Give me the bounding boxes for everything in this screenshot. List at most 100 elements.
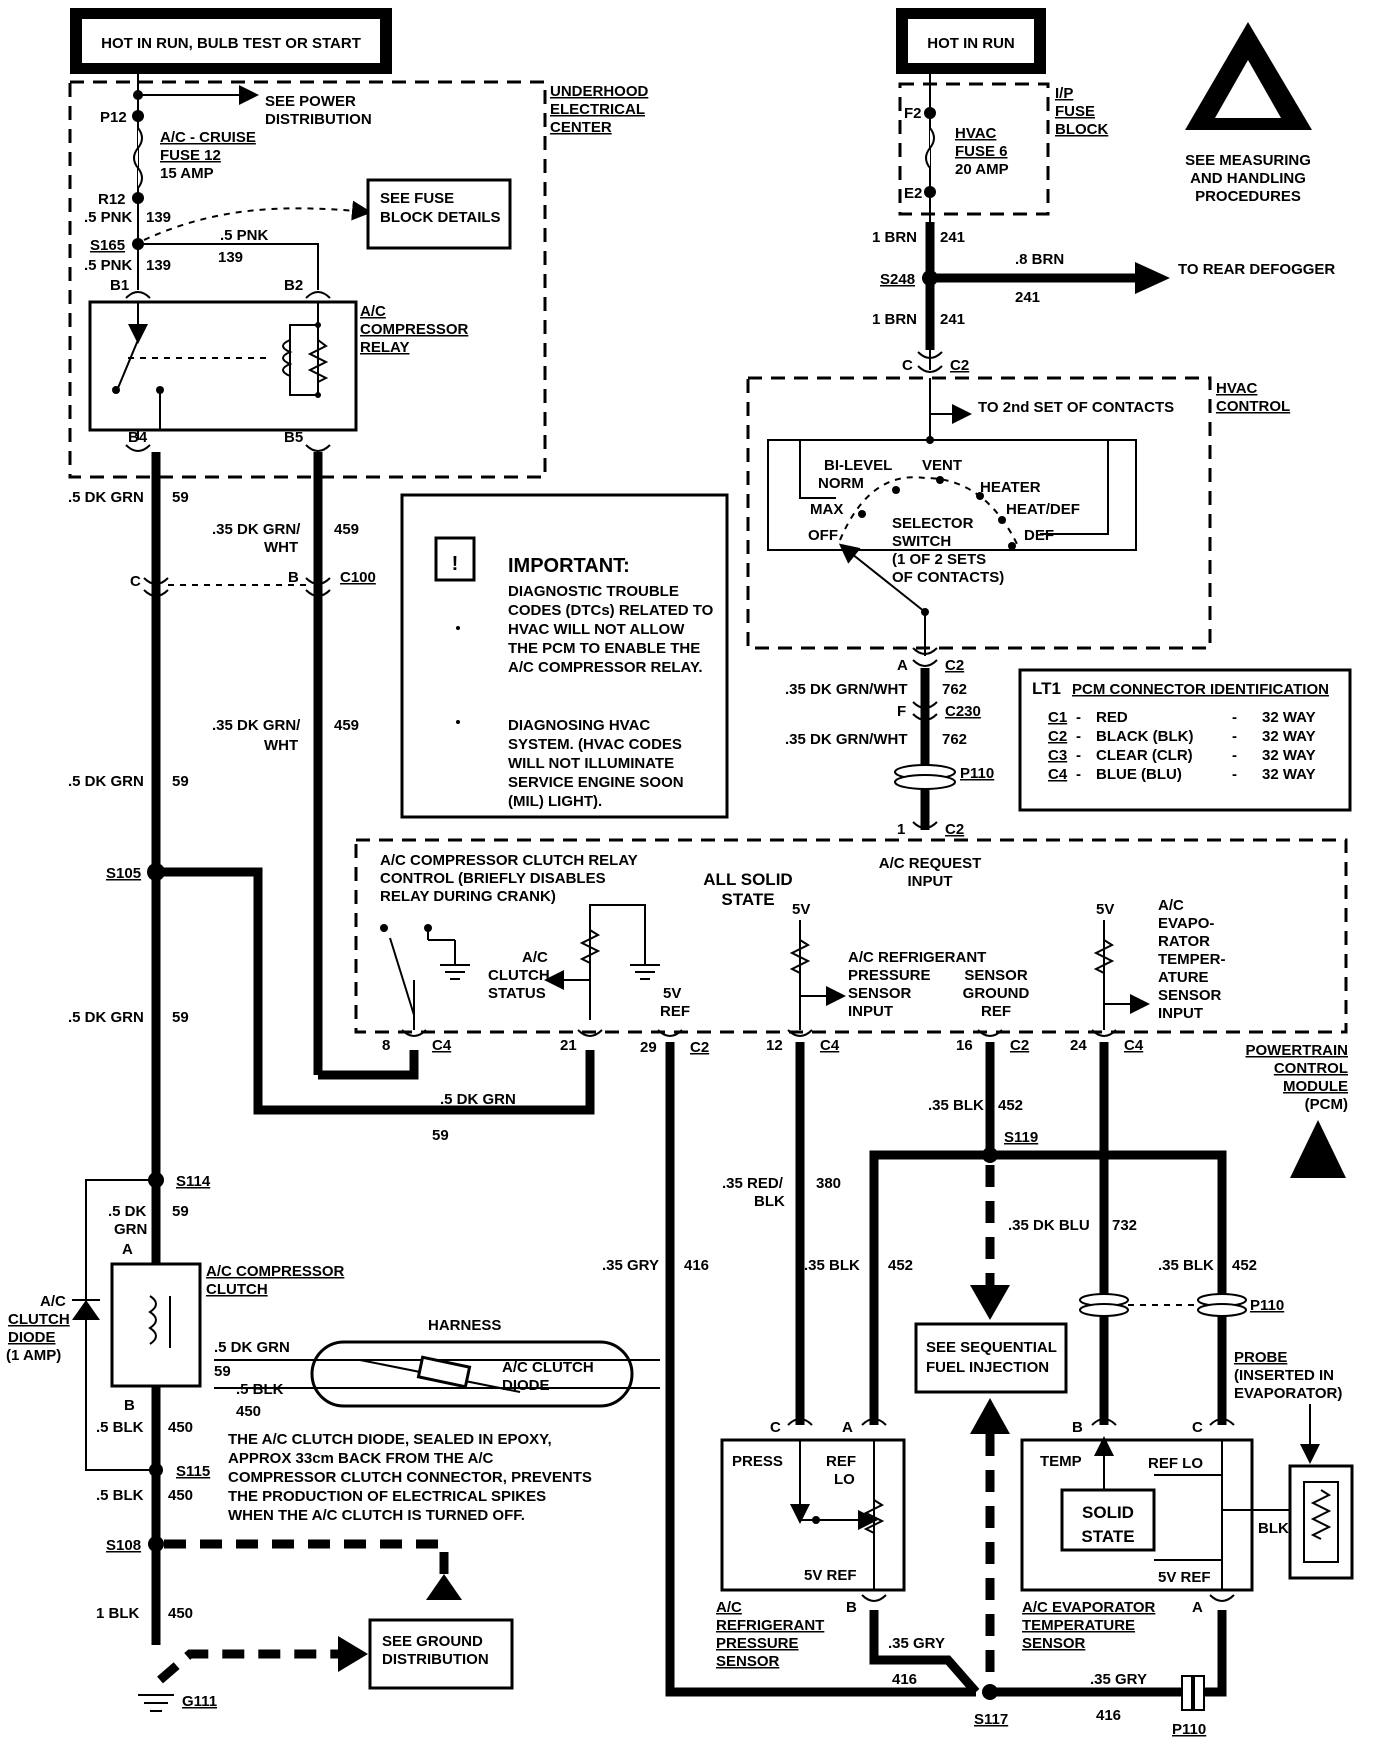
ground-1: SEE GROUND	[382, 1633, 483, 1650]
pos-bilevel: BI-LEVEL	[824, 457, 892, 474]
c459a: 459	[334, 521, 359, 538]
w459b-2: WHT	[264, 737, 298, 754]
ps-ref-1: REF	[826, 1453, 856, 1470]
rear-wire: .8 BRN	[1015, 251, 1064, 268]
pcm-id-dash: -	[1232, 728, 1237, 745]
c416b: 416	[892, 1671, 917, 1688]
request-1: A/C REQUEST	[879, 855, 982, 872]
ev-solid-2: STATE	[1081, 1527, 1134, 1546]
pin29-conn: C2	[690, 1039, 709, 1056]
underhood-label-2: ELECTRICAL	[550, 101, 645, 118]
w450c: 1 BLK	[96, 1605, 140, 1622]
ev-a: A	[1192, 1599, 1203, 1616]
hvac-fuse-1: HVAC	[955, 125, 997, 142]
ps-label-4: SENSOR	[716, 1653, 780, 1670]
diode-1: A/C	[40, 1293, 66, 1310]
diode-4: (1 AMP)	[6, 1347, 61, 1364]
ev-temp: TEMP	[1040, 1453, 1082, 1470]
w459a-2: WHT	[264, 539, 298, 556]
sensor-gnd-2: GROUND	[963, 985, 1030, 1002]
pcm-id-conn: C2	[1048, 728, 1067, 745]
esd-small-icon	[1290, 1120, 1346, 1178]
note-4: THE PRODUCTION OF ELECTRICAL SPIKES	[228, 1488, 546, 1505]
hvac-circuit2: 762	[942, 731, 967, 748]
ev-5v: 5V REF	[1158, 1569, 1211, 1586]
clutch-status-2: CLUTCH	[488, 967, 550, 984]
evap-2: EVAPO-	[1158, 915, 1214, 932]
pcm-connector-id-table: LT1 PCM CONNECTOR IDENTIFICATION C1-RED-…	[1018, 668, 1352, 812]
sensor-gnd-3: REF	[981, 1003, 1011, 1020]
b1-circuit: 139	[146, 257, 171, 274]
b1-pin: B1	[110, 277, 129, 294]
w59b: .5 DK GRN	[68, 773, 144, 790]
c100-label: C100	[340, 569, 376, 586]
fuse-12-symbol	[133, 127, 143, 189]
pcm-id-ways: 32 WAY	[1262, 747, 1316, 764]
w59e-2: GRN	[114, 1221, 147, 1238]
pin16-conn: C2	[1010, 1037, 1029, 1054]
c2-pin-c: C	[902, 357, 913, 374]
w452c: .35 BLK	[1158, 1257, 1214, 1274]
selector-3: (1 OF 2 SETS	[892, 551, 986, 568]
hvac-label-1: HVAC	[1216, 380, 1258, 397]
pcm-id-color: BLUE (BLU)	[1096, 766, 1182, 783]
pin12-conn: C4	[820, 1037, 840, 1054]
rear-defogger-arrow	[1135, 262, 1170, 294]
fivev-b: 5V	[1096, 901, 1114, 918]
harness-shape	[310, 1340, 634, 1408]
pcm-id-dash: -	[1232, 766, 1237, 783]
pos-norm: NORM	[818, 475, 864, 492]
evap-5: ATURE	[1158, 969, 1209, 986]
hvac-wire1: .35 DK GRN/WHT	[785, 681, 908, 698]
important-b1-2: CODES (DTCs) RELATED TO	[508, 602, 714, 619]
probe-1: PROBE	[1234, 1349, 1287, 1366]
ev-blk: BLK	[1258, 1520, 1289, 1537]
refrig-3: SENSOR	[848, 985, 912, 1002]
ev-label-3: SENSOR	[1022, 1635, 1086, 1652]
fivev-a: 5V	[792, 901, 810, 918]
c380: 380	[816, 1175, 841, 1192]
pin8-conn: C4	[432, 1037, 452, 1054]
ground-2: DISTRIBUTION	[382, 1651, 489, 1668]
see-fuse-2: BLOCK DETAILS	[380, 209, 501, 226]
ip-label-2: FUSE	[1055, 103, 1095, 120]
important-b2-4: SERVICE ENGINE SOON	[508, 774, 684, 791]
important-b1-5: A/C COMPRESSOR RELAY.	[508, 659, 702, 676]
s165-label: S165	[90, 237, 125, 254]
pcm-id-conn: C1	[1048, 709, 1067, 726]
pos-off: OFF	[808, 527, 838, 544]
e2-pin: E2	[904, 185, 922, 202]
c230-conn: C230	[945, 703, 981, 720]
s165-wire: .5 PNK	[220, 227, 269, 244]
c59a: 59	[172, 489, 189, 506]
ps-press: PRESS	[732, 1453, 783, 1470]
c100-pin-c: C	[130, 573, 141, 590]
solid-state-1: ALL SOLID	[703, 870, 792, 889]
ps-a: A	[842, 1419, 853, 1436]
pcm-id-conn: C4	[1048, 766, 1068, 783]
important-b1-1: DIAGNOSTIC TROUBLE	[508, 583, 679, 600]
c59b: 59	[172, 773, 189, 790]
c100-pin-b: B	[288, 569, 299, 586]
pcm-label-3: MODULE	[1283, 1078, 1348, 1095]
svg-text:!: !	[452, 553, 459, 575]
c450b: 450	[168, 1487, 193, 1504]
lower-circuit: .5 DK GRN 59 .35 BLK 452 S119 SEE SEQUEN…	[6, 1042, 1354, 1738]
s117-label: S117	[974, 1711, 1008, 1728]
pcm-id-ways: 32 WAY	[1262, 709, 1316, 726]
s108-label: S108	[106, 1537, 141, 1554]
w459b-1: .35 DK GRN/	[212, 717, 301, 734]
underhood-electrical-center: UNDERHOOD ELECTRICAL CENTER P12 SEE POWE…	[68, 74, 649, 479]
relay-label-1: A/C	[360, 303, 386, 320]
ps-label-3: PRESSURE	[716, 1635, 799, 1652]
probe-2: (INSERTED IN	[1234, 1367, 1334, 1384]
b5-pin: B5	[284, 429, 303, 446]
solid-state-2: STATE	[721, 890, 774, 909]
pcm-id-dash: -	[1076, 747, 1081, 764]
ip-circuit2: 241	[940, 311, 965, 328]
pcm-id-title: PCM CONNECTOR IDENTIFICATION	[1072, 681, 1329, 698]
w416c: .35 GRY	[1090, 1671, 1147, 1688]
sfi-arrow-up	[970, 1398, 1010, 1434]
selector-2: SWITCH	[892, 533, 951, 550]
rear-defogger: TO REAR DEFOGGER	[1178, 261, 1335, 278]
